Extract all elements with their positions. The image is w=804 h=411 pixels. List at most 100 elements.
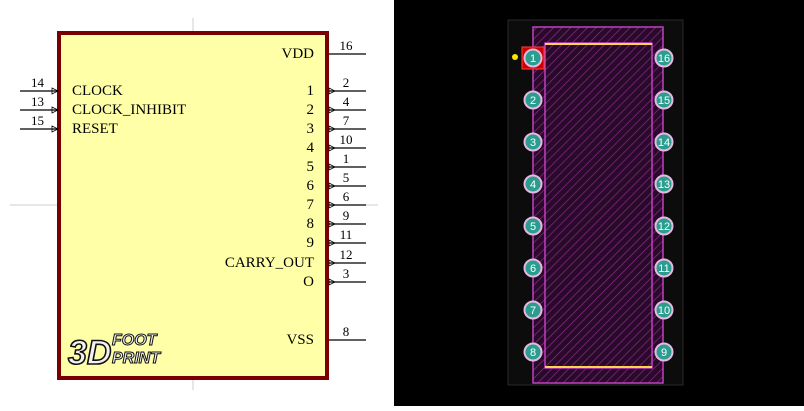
pad-9[interactable]: 9 <box>654 342 674 362</box>
pad-8[interactable]: 8 <box>523 342 543 362</box>
right-pin-name: 6 <box>307 178 315 194</box>
right-pin-number: 12 <box>340 247 353 262</box>
pad-label: 2 <box>530 95 536 107</box>
component-body[interactable] <box>57 31 329 380</box>
left-pin-number: 14 <box>31 75 45 90</box>
right-pin-number: 1 <box>343 151 350 166</box>
right-pin-arrow-icon <box>328 259 336 267</box>
pin1-indicator-dot <box>512 54 518 60</box>
right-pin-name: VDD <box>282 46 315 62</box>
pad-label: 8 <box>530 347 536 359</box>
pad-circle <box>654 216 674 236</box>
pad-label: 4 <box>530 179 536 191</box>
pad-circle <box>654 48 674 68</box>
right-pin-arrow-icon <box>328 87 336 95</box>
pad-7[interactable]: 7 <box>523 300 543 320</box>
right-pin-name: O <box>303 274 314 290</box>
pad-circle <box>654 132 674 152</box>
right-pin-arrow-icon <box>328 239 336 247</box>
package-body-outline[interactable] <box>532 26 664 384</box>
right-pin-number: 7 <box>343 113 350 128</box>
pad-14[interactable]: 14 <box>654 132 674 152</box>
left-pin-name: RESET <box>72 121 118 137</box>
pad-label: 14 <box>658 137 670 149</box>
right-pin-number: 4 <box>343 94 350 109</box>
right-pin-number: 16 <box>340 38 354 53</box>
right-pin-number: 11 <box>340 227 353 242</box>
right-pin-name: 7 <box>307 197 315 213</box>
pad-5[interactable]: 5 <box>523 216 543 236</box>
right-pin-group: 16VDD2142731041556679811912CARRY_OUT3O8V… <box>225 38 366 348</box>
left-pin-arrow-icon <box>51 125 59 133</box>
pad-circle <box>523 90 543 110</box>
left-pin-number: 15 <box>31 113 44 128</box>
pad-label: 6 <box>530 263 536 275</box>
right-pin-arrow-icon <box>328 201 336 209</box>
pad-10[interactable]: 10 <box>654 300 674 320</box>
pad-label: 10 <box>658 305 670 317</box>
pad-circle <box>523 48 543 68</box>
right-pin-name: 8 <box>307 216 315 232</box>
right-pin-number: 10 <box>340 132 353 147</box>
right-pin-name: 3 <box>307 121 315 137</box>
pad-circle <box>654 258 674 278</box>
pad-4[interactable]: 4 <box>523 174 543 194</box>
pad-label: 12 <box>658 221 670 233</box>
pad-label: 7 <box>530 305 536 317</box>
left-pin-arrow-icon <box>51 87 59 95</box>
right-pin-name: VSS <box>286 332 314 348</box>
pad-6[interactable]: 6 <box>523 258 543 278</box>
pad-16[interactable]: 16 <box>654 48 674 68</box>
right-pin-name: 2 <box>307 102 315 118</box>
logo-top-text: FOOT <box>112 332 158 349</box>
logo-big-text: 3D <box>68 334 111 372</box>
right-pin-name: CARRY_OUT <box>225 255 314 271</box>
pad-label: 5 <box>530 221 536 233</box>
logo-bottom-text: PRINT <box>112 350 161 367</box>
right-pin-number: 3 <box>343 266 350 281</box>
pad-label: 1 <box>530 53 536 65</box>
right-pin-arrow-icon <box>328 144 336 152</box>
pad-circle <box>523 342 543 362</box>
right-pin-name: 4 <box>307 140 315 156</box>
pad-1[interactable]: 1 <box>523 48 543 68</box>
right-pin-number: 8 <box>343 324 350 339</box>
pad-2[interactable]: 2 <box>523 90 543 110</box>
right-pin-arrow-icon <box>328 125 336 133</box>
right-pin-arrow-icon <box>328 220 336 228</box>
right-pin-name: 1 <box>307 83 315 99</box>
right-pin-number: 9 <box>343 208 350 223</box>
pad-label: 11 <box>658 263 669 275</box>
pad-circle <box>523 132 543 152</box>
pad-circle <box>523 174 543 194</box>
pad-12[interactable]: 12 <box>654 216 674 236</box>
pad-label: 3 <box>530 137 536 149</box>
pad-circle <box>523 258 543 278</box>
left-pin-arrow-icon <box>51 106 59 114</box>
pad-3[interactable]: 3 <box>523 132 543 152</box>
right-pin-arrow-icon <box>328 106 336 114</box>
pad-circle <box>654 342 674 362</box>
right-pin-number: 2 <box>343 75 350 90</box>
right-pin-arrow-icon <box>328 163 336 171</box>
right-pin-arrow-icon <box>328 182 336 190</box>
pad-circle <box>654 300 674 320</box>
right-pin-name: 9 <box>307 235 315 251</box>
left-pin-name: CLOCK <box>72 83 123 99</box>
left-pin-number: 13 <box>31 94 44 109</box>
pad-15[interactable]: 15 <box>654 90 674 110</box>
pad-label: 15 <box>658 95 670 107</box>
pad-circle <box>654 174 674 194</box>
pad-13[interactable]: 13 <box>654 174 674 194</box>
pad-11[interactable]: 11 <box>654 258 674 278</box>
pad-circle <box>654 90 674 110</box>
pad-label: 16 <box>658 53 670 65</box>
right-pin-number: 6 <box>343 189 350 204</box>
pad-label: 13 <box>658 179 670 191</box>
